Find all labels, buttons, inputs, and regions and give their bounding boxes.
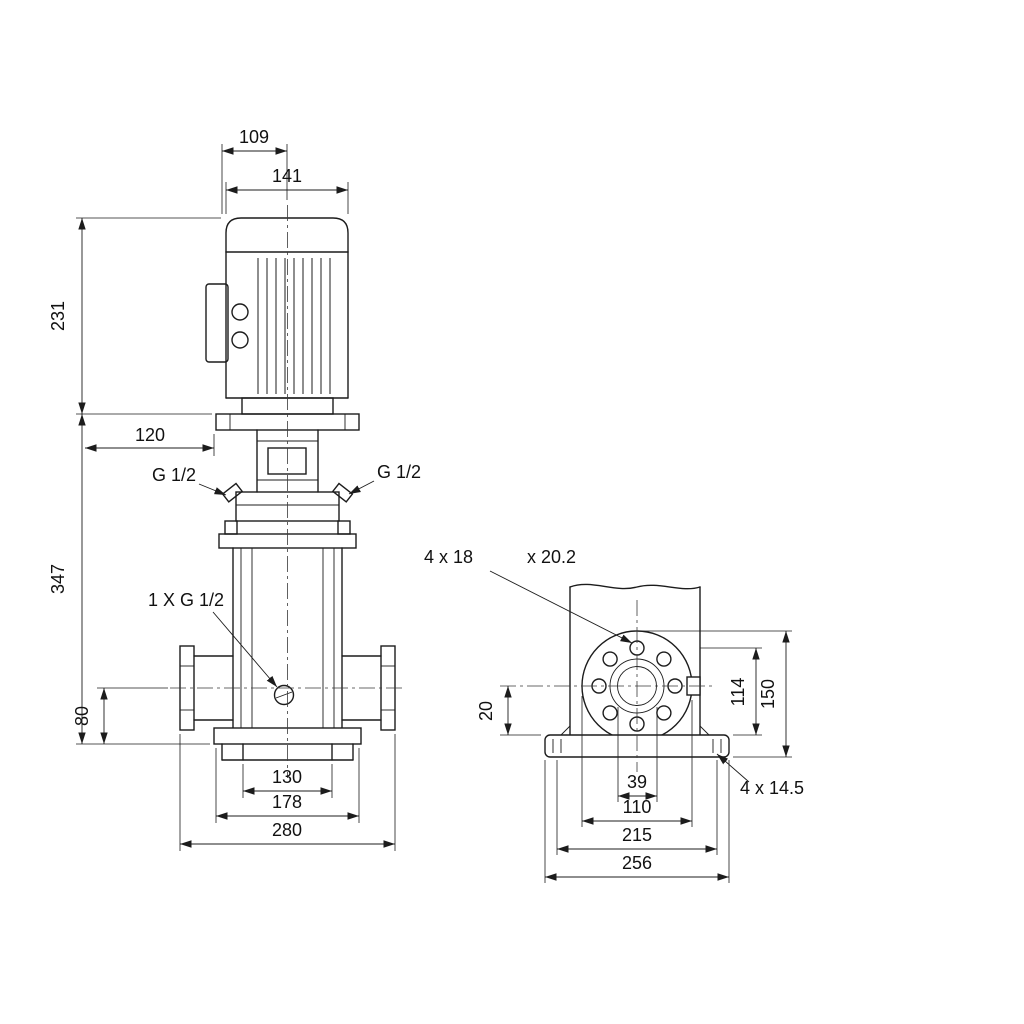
dim-141: 141 bbox=[225, 166, 349, 214]
dim-20-label: 20 bbox=[476, 701, 496, 721]
centerlines-side bbox=[500, 600, 716, 772]
dim-120: 120 bbox=[85, 425, 215, 456]
label-base-holes: 4 x 14.5 bbox=[716, 753, 804, 798]
g-half-left-label: G 1/2 bbox=[152, 465, 196, 485]
label-g-half-left: G 1/2 bbox=[152, 465, 227, 496]
drain-plug bbox=[273, 684, 295, 706]
label-flange-holes: 4 x 18 x 20.2 bbox=[424, 547, 633, 644]
dim-215-label: 215 bbox=[622, 825, 652, 845]
dim-39-label: 39 bbox=[627, 772, 647, 792]
bolt-hole bbox=[656, 651, 672, 667]
dim-20: 20 bbox=[476, 686, 541, 736]
cable-entry-hole bbox=[231, 303, 249, 321]
label-drain: 1 X G 1/2 bbox=[148, 590, 278, 688]
dim-120-label: 120 bbox=[135, 425, 165, 445]
side-view: 20 114 150 39 110 bbox=[424, 547, 804, 883]
dim-178-label: 178 bbox=[272, 792, 302, 812]
dim-141-label: 141 bbox=[272, 166, 302, 186]
flange-holes-counterbore-label: x 20.2 bbox=[527, 547, 576, 567]
staybolt-nut bbox=[224, 520, 238, 535]
priming-plug-left bbox=[221, 482, 244, 503]
dim-80-label: 80 bbox=[72, 706, 92, 726]
dim-110: 110 bbox=[581, 696, 693, 827]
dim-256-label: 256 bbox=[622, 853, 652, 873]
dim-347-label: 347 bbox=[48, 564, 68, 594]
dim-347: 347 bbox=[48, 414, 210, 745]
coupling bbox=[267, 447, 307, 475]
flange-holes-label: 4 x 18 bbox=[424, 547, 473, 567]
dim-150: 150 bbox=[640, 630, 792, 758]
chamber-sleeve bbox=[232, 547, 343, 729]
dim-280-label: 280 bbox=[272, 820, 302, 840]
dim-231: 231 bbox=[48, 217, 221, 415]
dim-39: 39 bbox=[617, 707, 658, 802]
terminal-box bbox=[205, 283, 229, 363]
dim-256: 256 bbox=[544, 760, 730, 883]
dim-130: 130 bbox=[242, 764, 333, 798]
cable-entry-hole bbox=[231, 331, 249, 349]
dim-215: 215 bbox=[556, 760, 718, 855]
dim-150-label: 150 bbox=[758, 679, 778, 709]
dim-114-label: 114 bbox=[728, 678, 748, 707]
label-g-half-right: G 1/2 bbox=[348, 462, 421, 495]
base-holes-label: 4 x 14.5 bbox=[740, 778, 804, 798]
staybolt-nut bbox=[337, 520, 351, 535]
dim-178: 178 bbox=[215, 748, 360, 823]
priming-plug-right bbox=[331, 482, 354, 503]
dim-280: 280 bbox=[179, 734, 396, 851]
g-half-right-label: G 1/2 bbox=[377, 462, 421, 482]
dim-109-label: 109 bbox=[239, 127, 269, 147]
dim-80: 80 bbox=[72, 687, 168, 744]
drain-label: 1 X G 1/2 bbox=[148, 590, 224, 610]
dim-231-label: 231 bbox=[48, 301, 68, 331]
motor-fins bbox=[257, 258, 331, 394]
front-view: 109 141 231 347 120 80 bbox=[48, 127, 421, 851]
bolt-hole bbox=[602, 705, 618, 721]
centerlines-front bbox=[170, 205, 406, 778]
bolt-hole bbox=[602, 651, 618, 667]
dim-110-label: 110 bbox=[623, 797, 652, 817]
dim-130-label: 130 bbox=[272, 767, 302, 787]
motor bbox=[205, 217, 349, 399]
dim-114: 114 bbox=[700, 647, 762, 736]
